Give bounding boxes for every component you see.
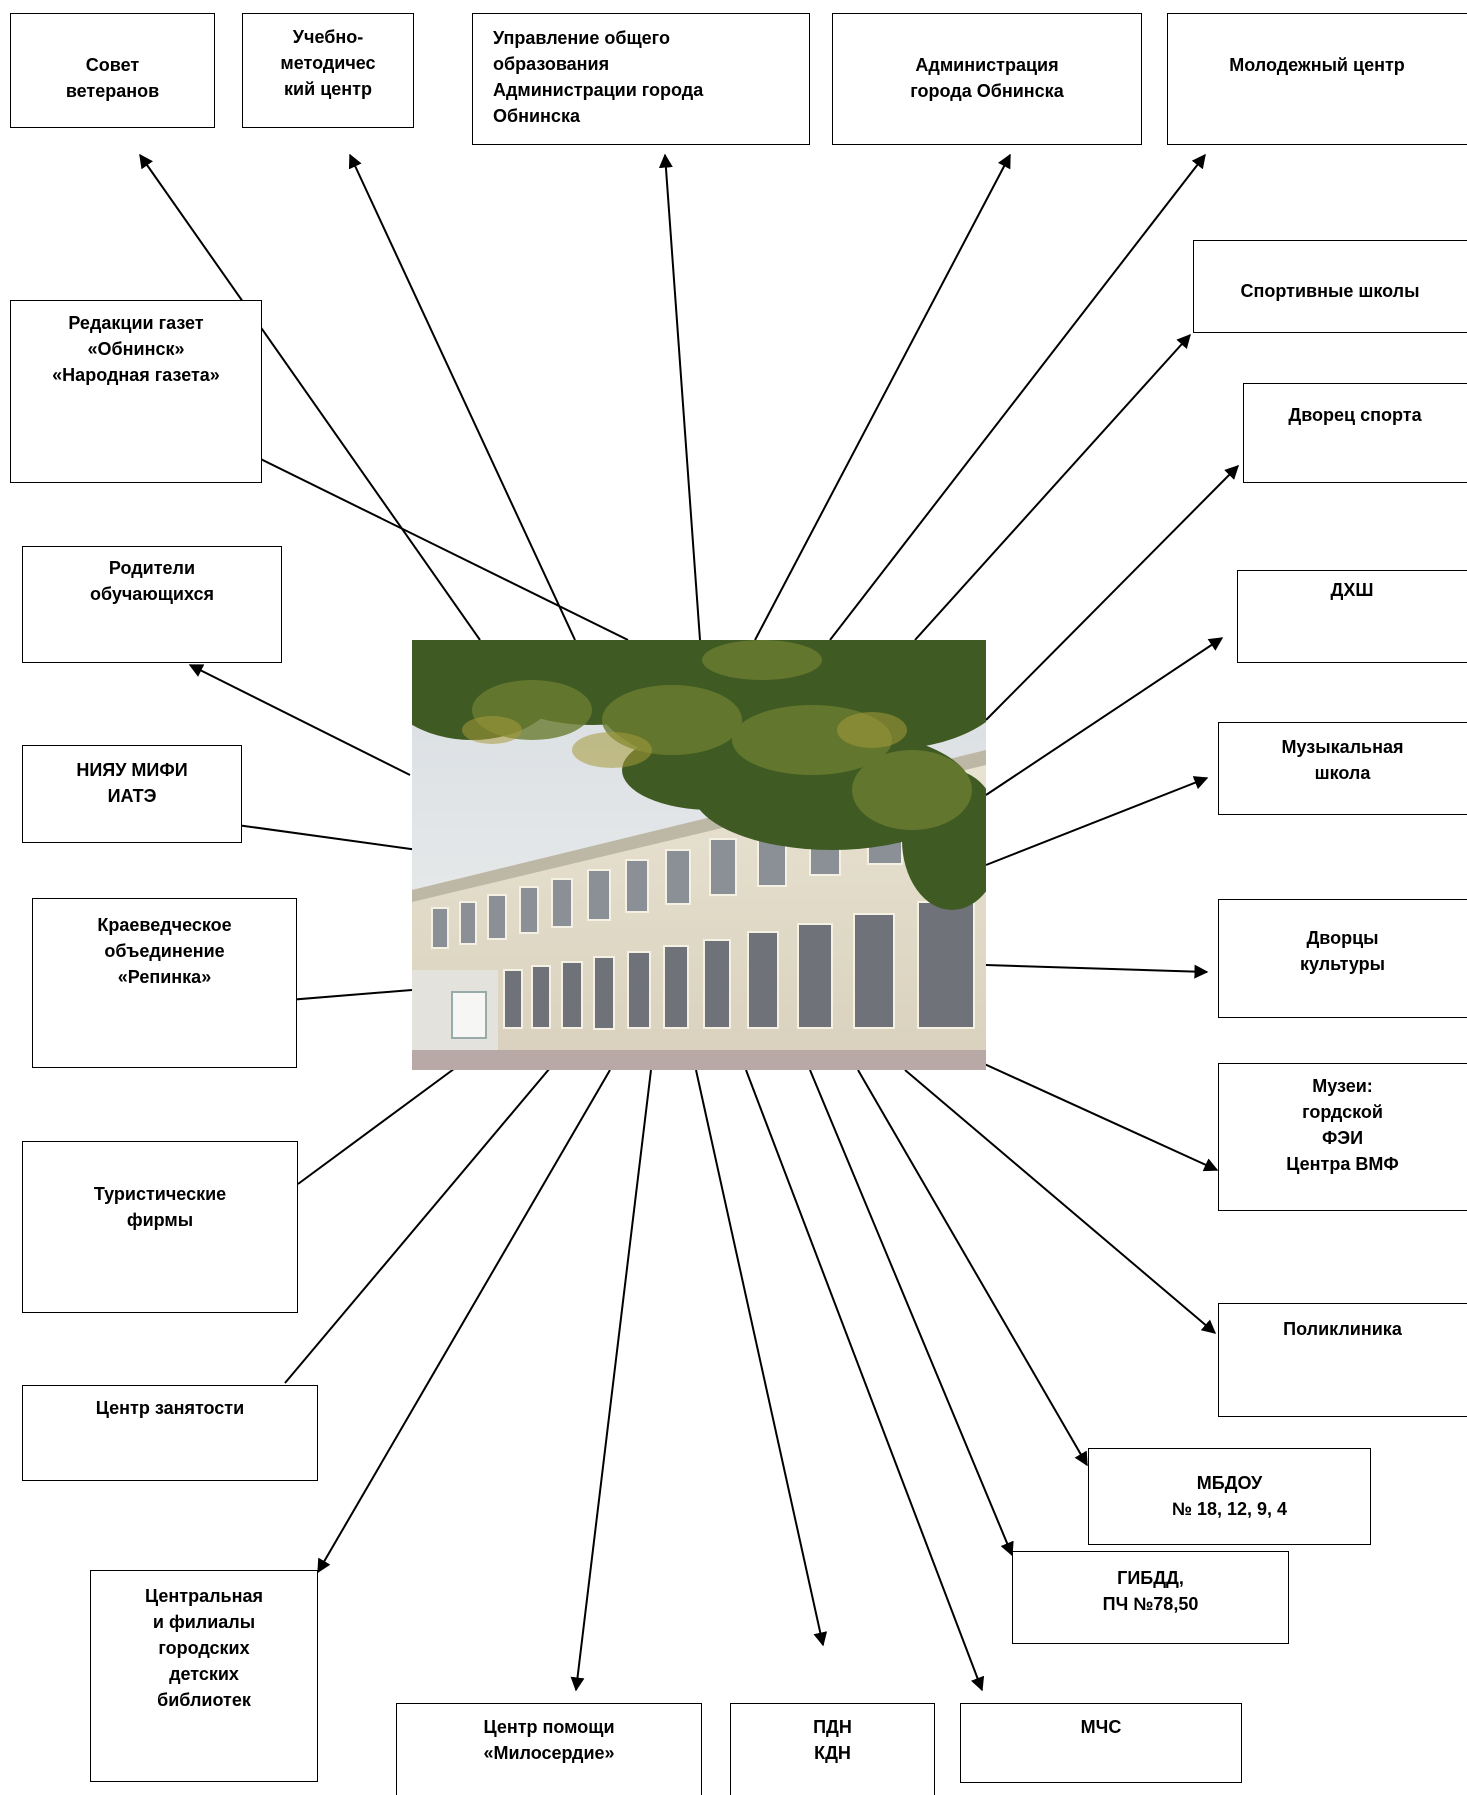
node-box-admin xyxy=(832,13,1142,145)
node-box-poliklinika xyxy=(1218,1303,1467,1417)
node-box-mchs xyxy=(960,1703,1242,1783)
node-label-music: Музыкальная школа xyxy=(1281,737,1404,783)
node-label-miloserdie: Центр помощи «Милосердие» xyxy=(483,1717,615,1763)
node-label-mchs: МЧС xyxy=(1080,1717,1122,1737)
node-label-admin: Администрация города Обнинска xyxy=(910,55,1064,101)
node-box-gibdd xyxy=(1012,1551,1289,1644)
arrow-mchs xyxy=(745,1069,985,1692)
node-label-sovet: Совет ветеранов xyxy=(65,55,160,101)
arrow-music xyxy=(985,776,1209,866)
arrow-muzei xyxy=(979,1061,1219,1172)
arrow-admin xyxy=(754,153,1011,641)
node-box-biblio xyxy=(90,1570,318,1782)
node-label-sport: Спортивные школы xyxy=(1240,281,1420,301)
node-box-sport xyxy=(1193,240,1467,333)
node-label-turist: Туристические фирмы xyxy=(93,1184,227,1230)
school-building-photo xyxy=(412,640,986,1070)
arrow-biblio xyxy=(317,1069,611,1574)
node-box-dvorec xyxy=(1243,383,1467,483)
node-label-gibdd: ГИБДД, ПЧ №78,50 xyxy=(1102,1568,1199,1614)
arrow-dvorec xyxy=(985,465,1239,721)
arrow-uoo xyxy=(658,153,701,641)
node-box-kraeved xyxy=(32,898,297,1068)
node-label-mbdou: МБДОУ № 18, 12, 9, 4 xyxy=(1171,1473,1288,1519)
node-box-pdn xyxy=(730,1703,935,1795)
arrow-zaniatost xyxy=(284,1067,551,1384)
node-box-redak xyxy=(10,300,262,483)
arrow-gibdd xyxy=(809,1069,1014,1557)
node-label-dk: Дворцы культуры xyxy=(1299,928,1386,974)
arrow-poliklinika xyxy=(904,1069,1217,1334)
node-label-redak: Редакции газет «Обнинск» «Народная газет… xyxy=(52,313,220,385)
node-label-mifi: НИЯУ МИФИ ИАТЭ xyxy=(76,760,188,806)
node-label-muzei: Музеи: гордской ФЭИ Центра ВМФ xyxy=(1286,1076,1399,1174)
node-label-biblio: Центральная и филиалы городских детских … xyxy=(145,1586,263,1710)
node-box-sovet xyxy=(10,13,215,128)
node-box-zaniatost xyxy=(22,1385,318,1481)
node-box-roditeli xyxy=(22,546,282,663)
node-label-roditeli: Родители обучающихся xyxy=(89,558,215,604)
arrow-sport xyxy=(914,333,1191,641)
node-box-dk xyxy=(1218,899,1467,1018)
arrow-sovet xyxy=(139,153,481,641)
arrow-umc xyxy=(348,153,576,641)
node-box-umc xyxy=(242,13,414,128)
arrow-mbdou xyxy=(857,1069,1088,1467)
node-label-pdn: ПДН КДН xyxy=(813,1717,852,1763)
node-label-dvorec: Дворец спорта xyxy=(1288,405,1422,425)
arrow-pdn xyxy=(695,1069,828,1647)
node-label-uoo: Управление общего образования Администра… xyxy=(493,28,704,126)
node-label-poliklinika: Поликлиника xyxy=(1283,1319,1402,1339)
node-label-molod: Молодежный центр xyxy=(1229,55,1405,75)
node-box-music xyxy=(1218,722,1467,815)
node-box-mbdou xyxy=(1088,1448,1371,1545)
node-box-uoo xyxy=(472,13,810,145)
node-box-mifi xyxy=(22,745,242,843)
node-box-dhsh xyxy=(1237,570,1467,663)
node-box-muzei xyxy=(1218,1063,1467,1211)
arrow-dk xyxy=(985,964,1209,979)
node-label-kraeved: Краеведческое объединение «Репинка» xyxy=(97,915,232,987)
arrow-roditeli xyxy=(188,664,411,776)
arrow-miloserdie xyxy=(570,1069,652,1692)
arrow-turist xyxy=(297,1062,463,1185)
node-box-miloserdie xyxy=(396,1703,702,1795)
arrow-molod xyxy=(829,153,1206,641)
arrow-redak xyxy=(216,437,629,641)
node-box-turist xyxy=(22,1141,298,1313)
arrow-dhsh xyxy=(985,637,1224,796)
node-label-dhsh: ДХШ xyxy=(1330,580,1374,600)
node-label-umc: Учебно- методичес кий центр xyxy=(280,27,376,99)
node-box-molod xyxy=(1167,13,1467,145)
node-label-zaniatost: Центр занятости xyxy=(95,1398,245,1418)
